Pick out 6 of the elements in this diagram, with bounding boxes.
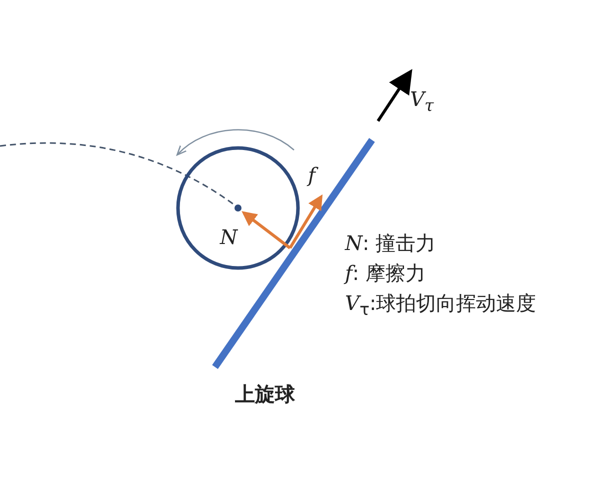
symbol-definition: f: 摩擦力	[345, 262, 426, 284]
velocity-symbol: V$_{τ}$	[410, 88, 434, 116]
caption: 上旋球	[235, 383, 295, 405]
symbol-definition: N: 撞击力	[345, 232, 436, 254]
symbol-definition: V$_{τ}$:球拍切向挥动速度	[345, 292, 536, 320]
force-symbol: N	[220, 226, 238, 248]
